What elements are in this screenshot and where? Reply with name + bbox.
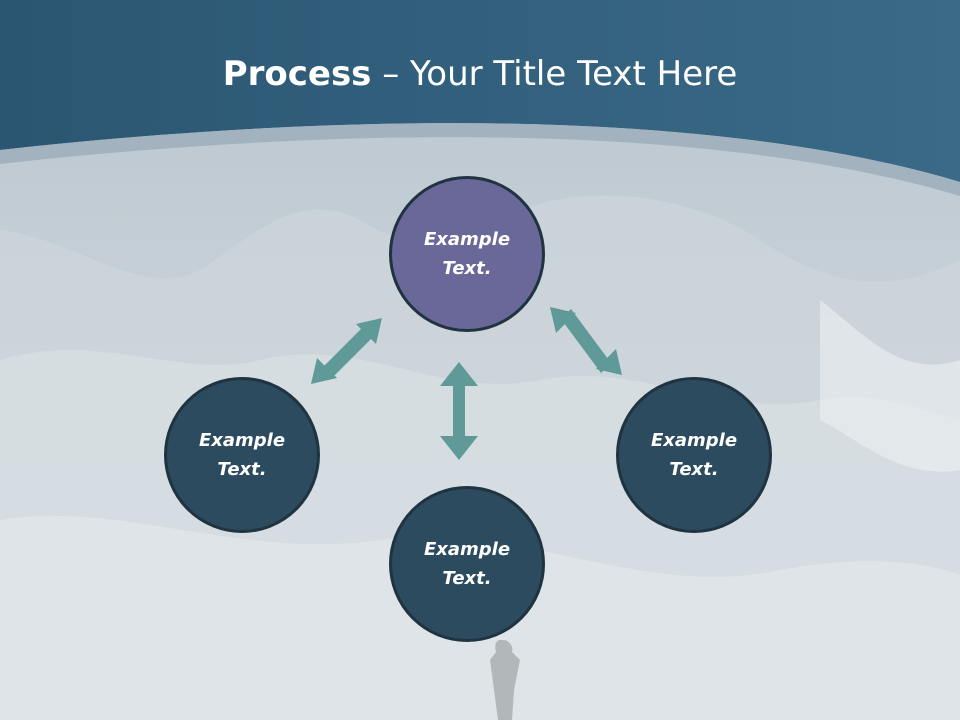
title-rest: – Your Title Text Here (371, 54, 738, 94)
arrow-right-diagonal (550, 307, 622, 375)
arrow-vertical (440, 362, 478, 460)
node-top-label: Example Text. (423, 229, 511, 279)
node-left: Example Text. (164, 377, 320, 533)
node-bottom: Example Text. (389, 486, 545, 642)
title-bold: Process (222, 54, 372, 94)
node-right-label: Example Text. (650, 430, 738, 480)
arrow-left-diagonal (311, 318, 382, 384)
node-right: Example Text. (616, 377, 772, 533)
node-bottom-label: Example Text. (423, 539, 511, 589)
slide-title: Process – Your Title Text Here (0, 50, 960, 98)
node-top: Example Text. (389, 176, 545, 332)
node-left-label: Example Text. (198, 430, 286, 480)
